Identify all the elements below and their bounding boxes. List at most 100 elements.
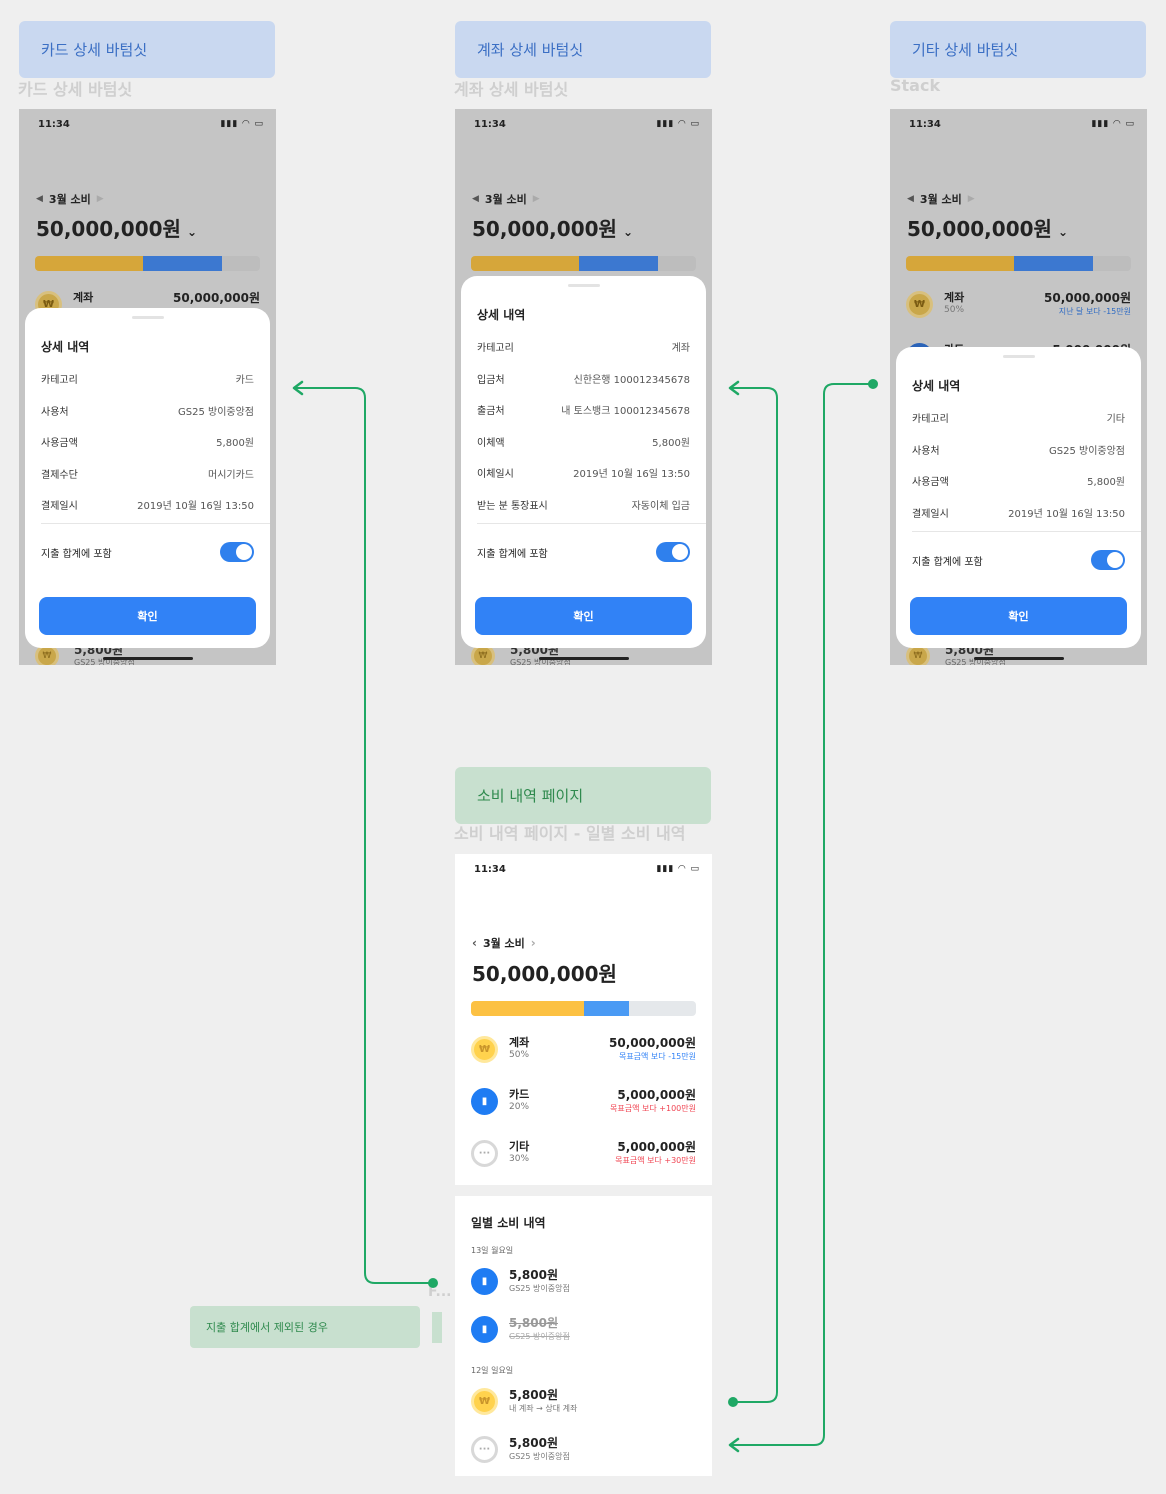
status-icons: ▮▮▮ ◠ ▭ xyxy=(656,119,700,129)
won-coin-icon: ₩ xyxy=(906,291,933,318)
sheet-handle[interactable] xyxy=(567,284,600,287)
category-amount: 50,000,000원 xyxy=(173,291,260,305)
section-label-card-sheet: 카드 상세 바텀싯 xyxy=(19,21,275,78)
bar-seg-account xyxy=(906,256,1014,271)
confirm-button[interactable]: 확인 xyxy=(910,597,1127,635)
item-amount: 5,800원 xyxy=(509,1316,558,1330)
phone-card-sheet: 11:34 ▮▮▮ ◠ ▭ ◀ 3월 소비 ▶ 50,000,000원⌄ ₩ 계… xyxy=(19,109,276,665)
section-label-etc-sheet: 기타 상세 바텀싯 xyxy=(890,21,1146,78)
include-total-toggle[interactable] xyxy=(1091,550,1125,570)
date-header: 13일 월요일 xyxy=(471,1246,514,1255)
sheet-handle[interactable] xyxy=(131,316,164,319)
total-amount[interactable]: 50,000,000원 ⌄ xyxy=(907,213,1068,242)
confirm-button[interactable]: 확인 xyxy=(39,597,256,635)
status-bar: 11:34 ▮▮▮ ◠ ▭ xyxy=(890,117,1147,133)
category-name: 계좌 xyxy=(944,291,965,304)
list-item[interactable]: ₩ 5,800원 내 계좌 → 상대 계좌 xyxy=(471,1386,671,1420)
sheet-handle[interactable] xyxy=(1002,355,1035,358)
toggle-knob xyxy=(672,544,688,560)
more-icon: ··· xyxy=(471,1140,498,1167)
detail-value: 5,800원 xyxy=(652,438,690,449)
category-row-account[interactable]: ₩ 계좌 50% 50,000,000원 지난 달 보다 -15만원 xyxy=(906,289,1131,323)
category-row-etc[interactable]: ··· 기타 30% 5,000,000원 목표금액 보다 +30만원 xyxy=(471,1138,696,1172)
home-indicator xyxy=(102,657,193,660)
prev-month-icon[interactable]: ‹ xyxy=(472,936,477,950)
status-icons: ▮▮▮ ◠ ▭ xyxy=(656,864,700,874)
phone-etc-sheet: 11:34 ▮▮▮ ◠ ▭ ◀ 3월 소비 ▶ 50,000,000원⌄ ₩ 계… xyxy=(890,109,1147,665)
divider xyxy=(477,523,706,524)
category-percent: 20% xyxy=(509,1102,530,1112)
bar-seg-card xyxy=(583,1001,629,1016)
detail-value: 2019년 10월 16일 13:50 xyxy=(573,469,690,480)
frame-title-card-sheet: 카드 상세 바텀싯 xyxy=(18,80,133,99)
category-amount: 5,000,000원 xyxy=(617,1088,696,1102)
item-place: GS25 방이중앙점 xyxy=(509,1452,570,1461)
category-row-account[interactable]: ₩ 계좌 50,000,000원 xyxy=(35,289,260,323)
total-amount[interactable]: 50,000,000원⌄ xyxy=(36,213,197,242)
include-total-toggle[interactable] xyxy=(656,542,690,562)
category-name: 계좌 xyxy=(509,1036,530,1049)
confirm-button[interactable]: 확인 xyxy=(475,597,692,635)
category-amount: 5,000,000원 xyxy=(617,1140,696,1154)
detail-key: 출금처 xyxy=(477,406,505,417)
prev-month-icon[interactable]: ◀ xyxy=(36,194,43,204)
next-month-icon[interactable]: ▶ xyxy=(967,194,975,204)
next-month-icon[interactable]: ▶ xyxy=(532,194,540,204)
detail-value: GS25 방이중앙점 xyxy=(178,407,254,418)
category-row-account[interactable]: ₩ 계좌 50% 50,000,000원 목표금액 보다 -15만원 xyxy=(471,1034,696,1068)
list-item[interactable]: ▮ 5,800원 GS25 방이중앙점 xyxy=(471,1266,671,1300)
list-item[interactable]: ··· 5,800원 GS25 방이중앙점 xyxy=(471,1434,671,1468)
month-selector: ◀ 3월 소비 ▶ xyxy=(36,191,104,207)
total-amount[interactable]: 50,000,000원⌄ xyxy=(472,213,633,242)
detail-key: 결제수단 xyxy=(41,470,78,481)
detail-value: 카드 xyxy=(235,375,254,386)
detail-key: 사용처 xyxy=(41,407,69,418)
spending-bar xyxy=(906,256,1131,271)
total-amount-text: 50,000,000원 xyxy=(907,217,1052,241)
total-amount-text: 50,000,000원 xyxy=(472,217,617,241)
include-total-row: 지출 합계에 포함 xyxy=(41,542,254,562)
prev-month-icon[interactable]: ◀ xyxy=(907,194,914,204)
status-time: 11:34 xyxy=(474,119,506,130)
toggle-label: 지출 합계에 포함 xyxy=(41,549,112,560)
connector-origin-dot xyxy=(728,1397,738,1407)
bar-seg-etc xyxy=(221,256,260,271)
detail-key: 사용처 xyxy=(912,446,940,457)
category-amount: 50,000,000원 xyxy=(1044,291,1131,305)
card-icon: ▮ xyxy=(471,1268,498,1295)
bar-seg-etc xyxy=(657,256,696,271)
list-place: GS25 방이중앙점 xyxy=(510,658,571,665)
detail-row-method: 결제수단 머시기카드 xyxy=(41,466,254,481)
list-item-excluded[interactable]: ▮ 5,800원 GS25 방이중앙점 xyxy=(471,1314,671,1348)
status-time: 11:34 xyxy=(474,864,506,875)
status-bar: 11:34 ▮▮▮ ◠ ▭ xyxy=(455,862,712,878)
detail-value: 자동이체 입금 xyxy=(631,501,690,512)
bar-seg-card xyxy=(1014,256,1093,271)
daily-title: 일별 소비 내역 xyxy=(471,1216,546,1230)
sheet-title: 상세 내역 xyxy=(41,340,90,354)
detail-value: 2019년 10월 16일 13:50 xyxy=(137,501,254,512)
category-compare: 목표금액 보다 +30만원 xyxy=(615,1156,696,1165)
detail-key: 카테고리 xyxy=(41,375,78,386)
detail-key: 사용금액 xyxy=(912,477,949,488)
chevron-down-icon: ⌄ xyxy=(1057,225,1068,239)
detail-value: 머시기카드 xyxy=(208,470,254,481)
detail-key: 사용금액 xyxy=(41,438,78,449)
include-total-toggle[interactable] xyxy=(220,542,254,562)
next-month-icon[interactable]: › xyxy=(530,936,536,950)
category-name: 기타 xyxy=(509,1140,530,1153)
category-row-card[interactable]: ▮ 카드 20% 5,000,000원 목표금액 보다 +100만원 xyxy=(471,1086,696,1120)
category-compare: 목표금액 보다 +100만원 xyxy=(610,1104,696,1113)
status-time: 11:34 xyxy=(38,119,70,130)
frame-title-etc-sheet: Stack xyxy=(890,76,941,95)
prev-month-icon[interactable]: ◀ xyxy=(472,194,479,204)
spending-bar xyxy=(35,256,260,271)
next-month-icon[interactable]: ▶ xyxy=(96,194,104,204)
total-amount: 50,000,000원 xyxy=(472,962,617,986)
